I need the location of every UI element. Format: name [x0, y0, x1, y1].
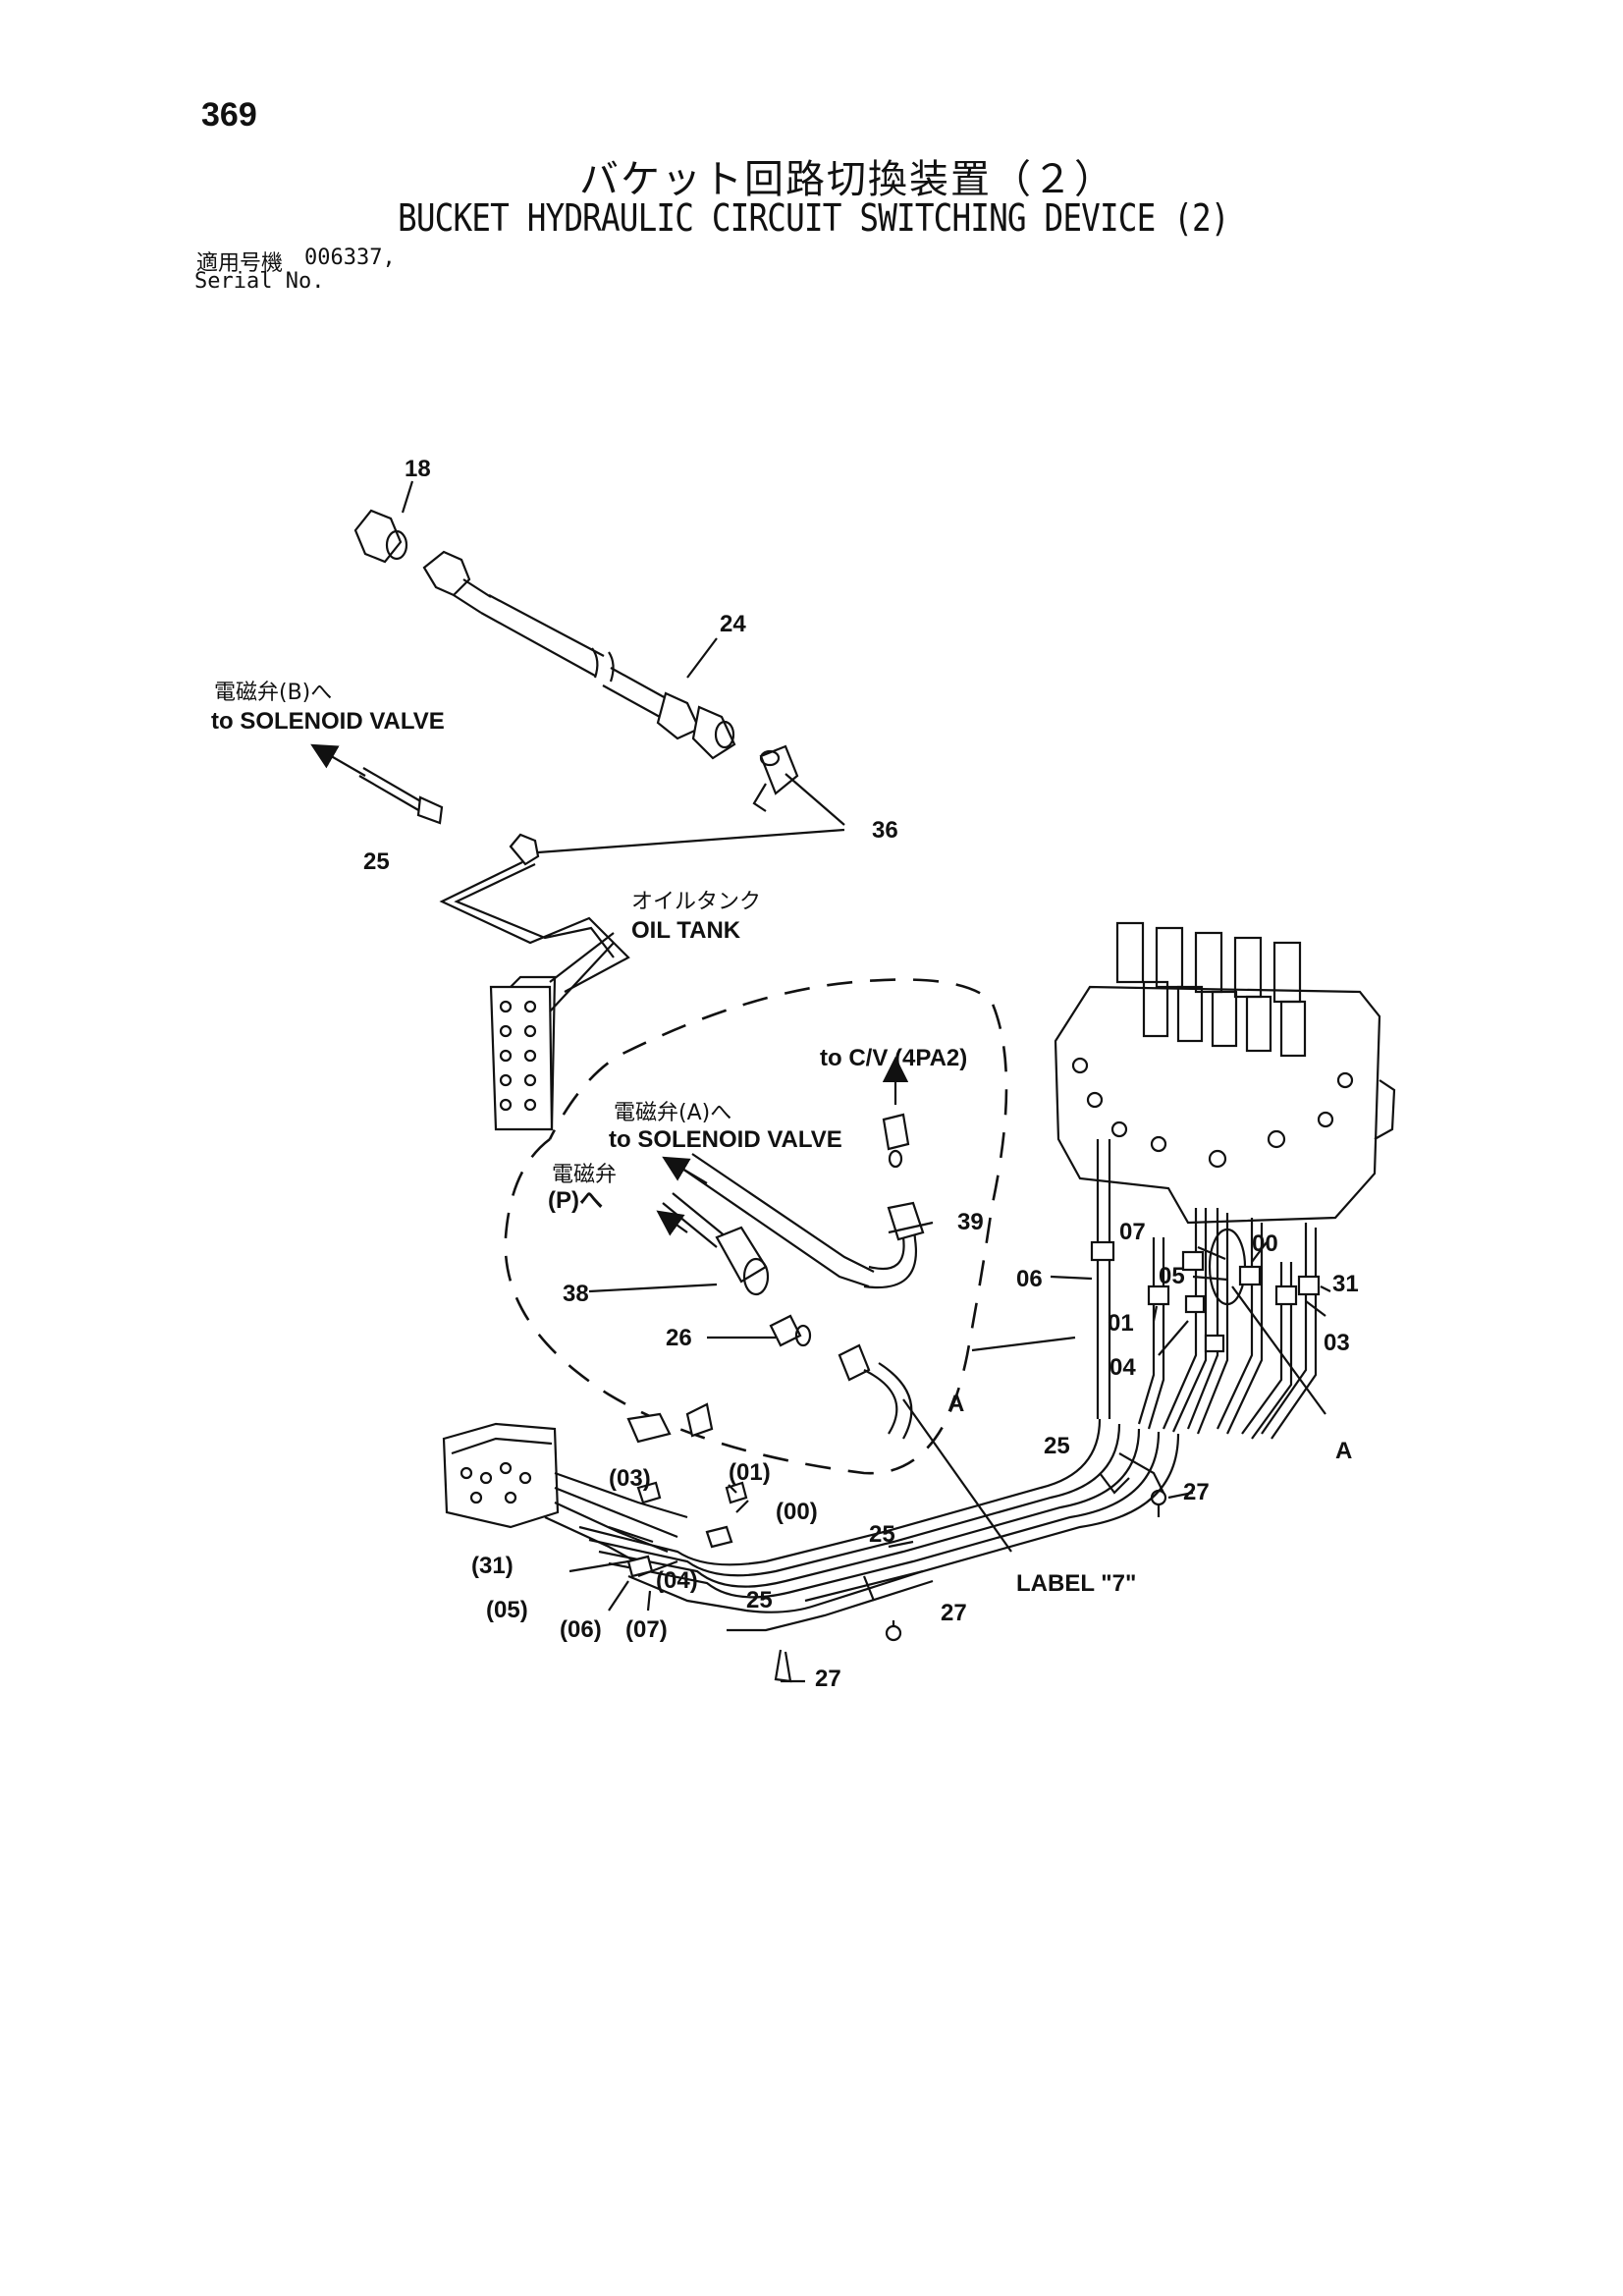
callout-25-lower: 25 — [746, 1587, 773, 1613]
part-24-hose — [422, 550, 736, 760]
note-solenoid-b-en: to SOLENOID VALVE — [211, 708, 445, 735]
callout-00: 00 — [1252, 1230, 1278, 1257]
note-oil-tank-en: OIL TANK — [631, 917, 741, 944]
note-solenoid-b-jp: 電磁弁(B)へ — [214, 681, 332, 705]
callout-a-right: A — [1335, 1438, 1352, 1464]
callout-25: 25 — [363, 848, 390, 875]
callout-paren-05: (05) — [486, 1597, 528, 1623]
callout-06: 06 — [1016, 1266, 1043, 1292]
control-valve-hoses — [1090, 1139, 1321, 1440]
callout-paren-00: (00) — [776, 1499, 818, 1525]
callout-07: 07 — [1119, 1219, 1146, 1245]
control-valve — [1054, 921, 1396, 1225]
note-label-7: LABEL "7" — [1016, 1570, 1136, 1597]
title-english: BUCKET HYDRAULIC CIRCUIT SWITCHING DEVIC… — [398, 196, 1230, 240]
callout-05: 05 — [1159, 1263, 1185, 1289]
callout-paren-06: (06) — [560, 1616, 602, 1643]
callout-18: 18 — [405, 456, 431, 482]
part-36-elbow — [509, 744, 799, 866]
callout-paren-03: (03) — [609, 1465, 651, 1492]
callout-27-right: 27 — [1183, 1479, 1210, 1505]
callout-paren-07: (07) — [625, 1616, 668, 1643]
callout-36: 36 — [872, 817, 898, 844]
note-labels: 電磁弁(B)へ to SOLENOID VALVE オイルタンク OIL TAN… — [211, 681, 1136, 1597]
callout-paren-04: (04) — [656, 1567, 698, 1594]
callout-25-right: 25 — [1044, 1433, 1070, 1459]
serial-label-english: Serial No. — [194, 269, 325, 294]
hose-bundle — [578, 1418, 1180, 1632]
callout-39: 39 — [957, 1209, 984, 1235]
callout-27-bottom: 27 — [815, 1666, 841, 1692]
callout-24: 24 — [720, 611, 746, 637]
callout-03: 03 — [1324, 1330, 1350, 1356]
callout-27-middle: 27 — [941, 1600, 967, 1626]
callout-a-left: A — [947, 1391, 964, 1417]
callout-paren-31: (31) — [471, 1553, 514, 1579]
page-number: 369 — [201, 96, 257, 134]
callout-38: 38 — [563, 1281, 589, 1307]
callout-26: 26 — [666, 1325, 692, 1351]
part-25-hose-left — [358, 767, 444, 825]
callout-paren-01: (01) — [729, 1459, 771, 1486]
part-18-nut — [353, 509, 408, 564]
note-solenoid-a-jp: 電磁弁(A)へ — [614, 1101, 731, 1125]
oil-tank-block — [489, 975, 557, 1131]
note-oil-tank-jp: オイルタンク — [631, 890, 761, 914]
title-japanese: バケット回路切換装置（２） — [579, 157, 1115, 202]
callout-01: 01 — [1108, 1310, 1134, 1337]
bolt-27 — [774, 1489, 1167, 1683]
hose-38-39-26 — [662, 1113, 925, 1440]
callout-04: 04 — [1109, 1354, 1136, 1381]
callout-labels: 18 24 36 25 39 38 26 A 07 05 00 31 06 01… — [363, 456, 1359, 1692]
serial-number-value: 006337, — [304, 246, 396, 270]
callout-25-middle: 25 — [869, 1521, 895, 1548]
callout-31: 31 — [1332, 1271, 1359, 1297]
note-solenoid-p-jp2: (P)へ — [548, 1187, 603, 1214]
left-manifold — [442, 1422, 688, 1572]
note-cv-port: to C/V (4PA2) — [820, 1045, 967, 1071]
note-solenoid-p-jp1: 電磁弁 — [552, 1163, 617, 1187]
serial-label-japanese: 適用号機 — [196, 251, 284, 276]
note-solenoid-a-en: to SOLENOID VALVE — [609, 1126, 842, 1153]
